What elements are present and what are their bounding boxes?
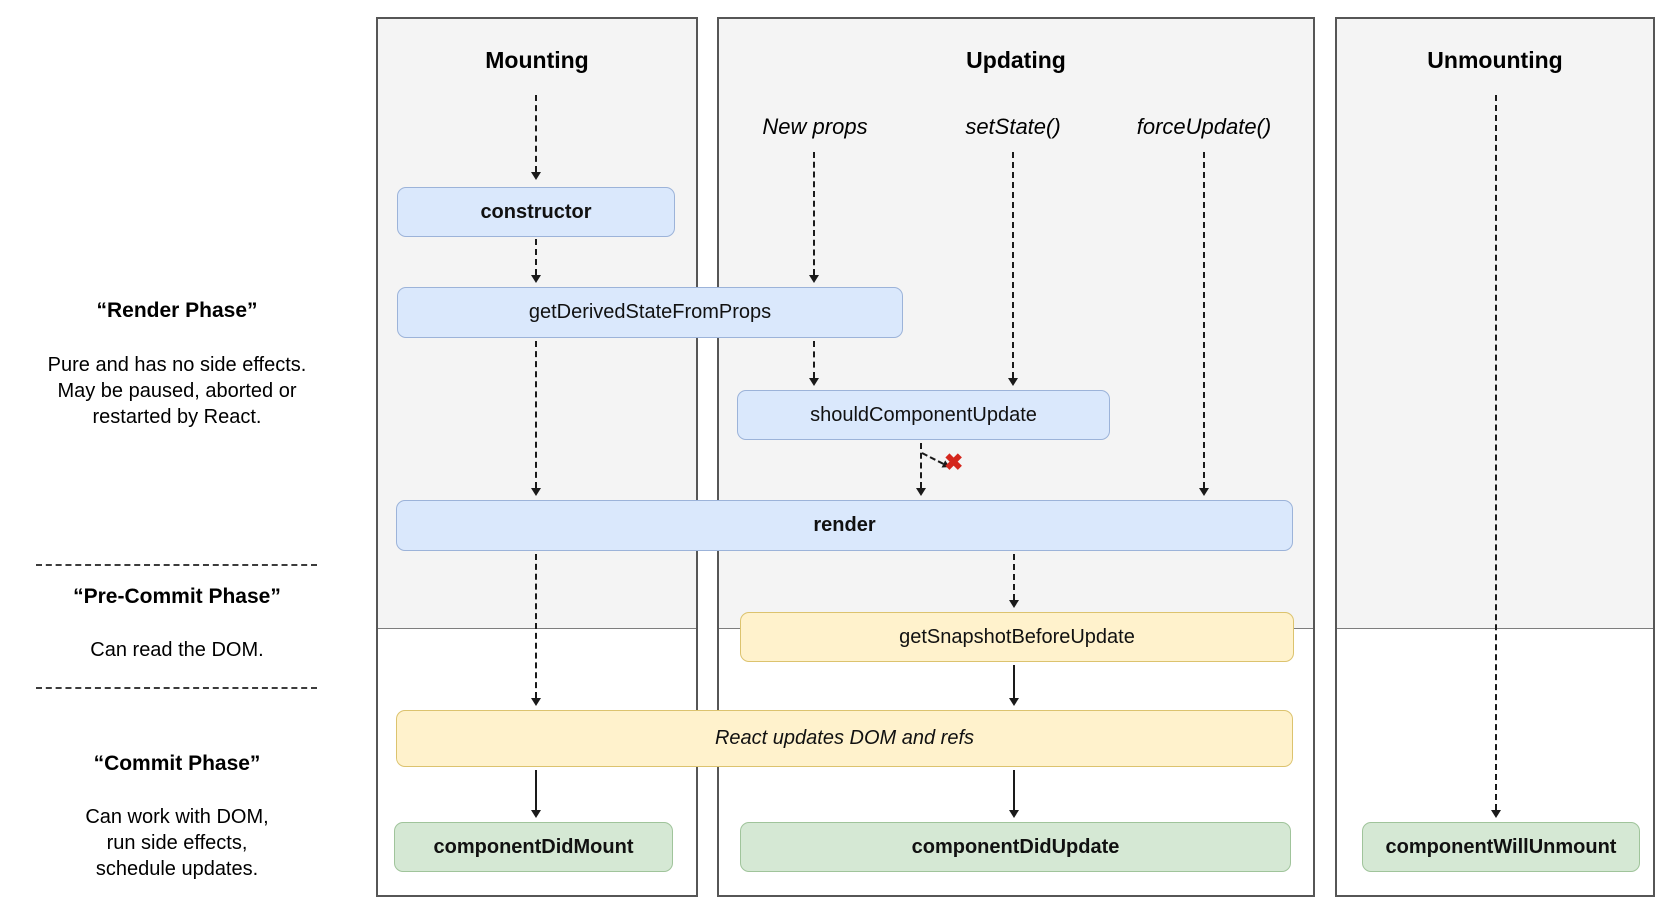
arrow-setstate-to-shouldupdate — [1008, 152, 1018, 386]
getsnapshotbeforeupdate-box: getSnapshotBeforeUpdate — [740, 612, 1294, 662]
updating-column-title: Updating — [966, 47, 1066, 73]
componentwillunmount-box: componentWillUnmount — [1362, 822, 1640, 872]
arrow-newprops-to-getderivedstate — [809, 152, 819, 283]
arrow-render-to-getsnapshot — [1009, 554, 1019, 608]
arrow-getderivedstate-to-render — [531, 341, 541, 496]
arrow-render-to-reactupdates — [531, 554, 541, 706]
arrow-reactupdates-to-didupdate — [1009, 770, 1019, 818]
shouldcomponentupdate-box: shouldComponentUpdate — [737, 390, 1110, 440]
getderivedstatefromprops-box: getDerivedStateFromProps — [397, 287, 903, 338]
forceupdate-label: forceUpdate() — [1136, 114, 1272, 139]
phase-divider-bottom — [36, 687, 317, 689]
arrow-unmount-to-willunmount — [1491, 95, 1501, 818]
arrow-reactupdates-to-didmount — [531, 770, 541, 818]
unmounting-column-title: Unmounting — [1427, 47, 1563, 73]
render-box: render — [396, 500, 1293, 551]
constructor-box: constructor — [397, 187, 675, 237]
new-props-label: New props — [762, 114, 868, 139]
arrow-getderivedstate-to-shouldupdate — [809, 341, 819, 386]
commit-phase-description: Can work with DOM, run side effects, sch… — [85, 806, 269, 880]
pre-commit-phase-title: “Pre-Commit Phase” — [73, 585, 281, 608]
react-updates-dom-box: React updates DOM and refs — [396, 710, 1293, 767]
render-phase-title: “Render Phase” — [96, 299, 258, 322]
render-phase-description: Pure and has no side effects. May be pau… — [47, 354, 307, 428]
mounting-column-title: Mounting — [485, 47, 589, 73]
pre-commit-phase-description: Can read the DOM. — [90, 639, 264, 661]
componentdidmount-box: componentDidMount — [394, 822, 673, 872]
arrow-shouldupdate-to-render — [916, 443, 926, 496]
commit-phase-title: “Commit Phase” — [93, 752, 261, 775]
componentdidupdate-box: componentDidUpdate — [740, 822, 1291, 872]
arrow-getsnapshot-to-reactupdates — [1009, 665, 1019, 706]
abort-x-icon: ✖ — [944, 449, 964, 475]
setstate-label: setState() — [965, 114, 1061, 139]
arrow-constructor-to-getderivedstate — [531, 239, 541, 283]
phase-divider-top — [36, 564, 317, 566]
arrow-forceupdate-to-render — [1199, 152, 1209, 496]
arrow-mount-start-to-constructor — [531, 95, 541, 180]
